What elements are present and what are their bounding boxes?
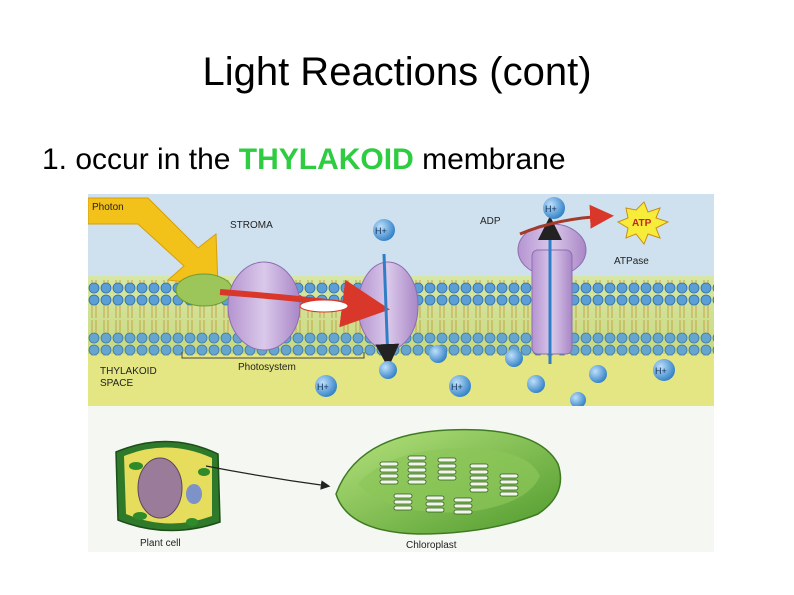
photosystem-bracket <box>181 352 365 359</box>
atp-label: ATP <box>632 218 652 229</box>
hplus-label: H+ <box>545 204 557 214</box>
ion <box>527 375 545 393</box>
ion <box>379 361 397 379</box>
thylakoid-space-label-2: SPACE <box>100 378 133 389</box>
stroma-label: STROMA <box>230 220 273 231</box>
hplus-label: H+ <box>317 382 329 392</box>
plant-cell <box>115 440 221 532</box>
grana-stacks <box>379 455 519 515</box>
ion <box>505 349 523 367</box>
nucleus <box>137 457 183 519</box>
hplus-ion-lumen-1: H+ <box>315 375 337 397</box>
hplus-ion-stroma-1: H+ <box>373 219 395 241</box>
thylakoid-diagram: Photon ATP STROMA ADP ATPase THYLAKOID S… <box>87 194 714 552</box>
bullet-text-prefix: 1. occur in the <box>42 143 239 176</box>
organelle <box>186 484 202 504</box>
bullet-point: 1. occur in the THYLAKOID membrane <box>42 145 566 175</box>
atp-star-icon <box>616 201 670 245</box>
hplus-ion-stroma-2: H+ <box>543 197 565 219</box>
chloroplast <box>335 428 562 535</box>
electron-flow-arrow <box>219 279 390 328</box>
hplus-label: H+ <box>655 366 667 376</box>
photon-label: Photon <box>92 202 124 213</box>
zoom-arrow <box>205 465 331 490</box>
photosystem-label: Photosystem <box>238 362 296 373</box>
atp-synthase-stalk <box>531 249 573 355</box>
thylakoid-diagram-svg: Photon ATP STROMA ADP ATPase THYLAKOID S… <box>87 194 714 552</box>
hplus-label: H+ <box>451 382 463 392</box>
bullet-text-suffix: membrane <box>413 143 566 176</box>
bullet-highlight-thylakoid: THYLAKOID <box>238 143 414 176</box>
atp-formation-arrow <box>519 204 614 236</box>
ion <box>570 392 586 408</box>
hplus-label: H+ <box>375 226 387 236</box>
proton-pump-arrow <box>375 253 400 368</box>
electron-carrier <box>299 299 349 313</box>
hplus-ion-lumen-3: H+ <box>653 359 675 381</box>
adp-label: ADP <box>480 216 501 227</box>
chloroplast-label: Chloroplast <box>406 540 457 551</box>
ion <box>589 365 607 383</box>
slide-title: Light Reactions (cont) <box>202 50 592 94</box>
ion <box>429 345 447 363</box>
thylakoid-space-region <box>88 352 714 406</box>
atpase-label: ATPase <box>614 256 649 267</box>
thylakoid-space-label-1: THYLAKOID <box>100 366 157 377</box>
plant-cell-label: Plant cell <box>140 538 181 549</box>
hplus-ion-lumen-2: H+ <box>449 375 471 397</box>
photosystem-protein <box>227 261 301 351</box>
